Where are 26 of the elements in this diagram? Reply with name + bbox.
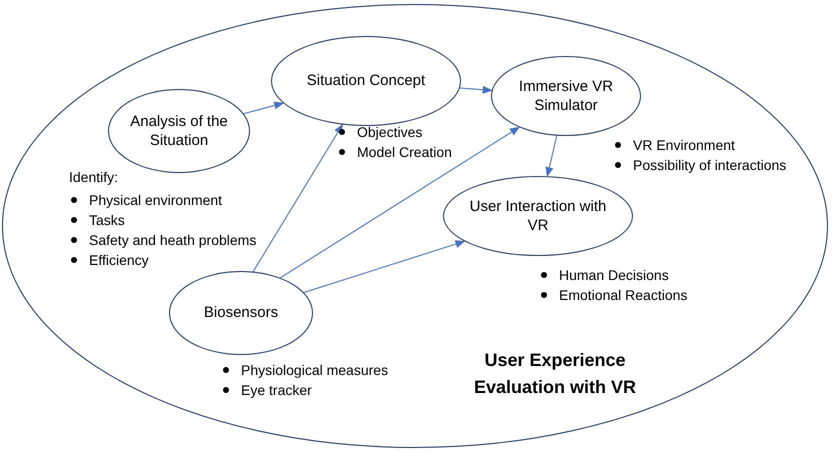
bullet-item: Eye tracker — [241, 381, 312, 400]
bullet-item: Efficiency — [89, 251, 149, 270]
bullet-item: Objectives — [357, 123, 422, 142]
arrow — [252, 124, 344, 272]
bullet-item: VR Environment — [633, 136, 735, 155]
node-label: User Experience Evaluation with VR — [472, 349, 638, 399]
outer-ellipse — [2, 4, 828, 448]
arrow — [459, 86, 493, 94]
arrow — [280, 126, 520, 278]
node-label: Immersive VR Simulator — [518, 76, 614, 116]
arrow — [303, 240, 466, 293]
arrow — [243, 102, 284, 114]
bullet-item: Tasks — [89, 211, 125, 230]
node-label: Situation Concept — [306, 71, 426, 91]
node-label: User Interaction with VR — [468, 196, 608, 236]
bullet-item: Human Decisions — [559, 266, 669, 285]
bullet-item: Physical environment — [89, 191, 222, 210]
node-label: Analysis of the Situation — [129, 112, 229, 150]
bullet-item: Safety and heath problems — [89, 231, 256, 250]
bullet-item: Possibility of interactions — [633, 156, 786, 175]
node-label: Biosensors — [204, 303, 278, 323]
bullet-item: Emotional Reactions — [559, 286, 688, 305]
bullet-item: Physiological measures — [241, 361, 388, 380]
bullet-item: Model Creation — [357, 143, 452, 162]
arrow — [545, 135, 558, 178]
list-heading: Identify: — [69, 169, 118, 185]
